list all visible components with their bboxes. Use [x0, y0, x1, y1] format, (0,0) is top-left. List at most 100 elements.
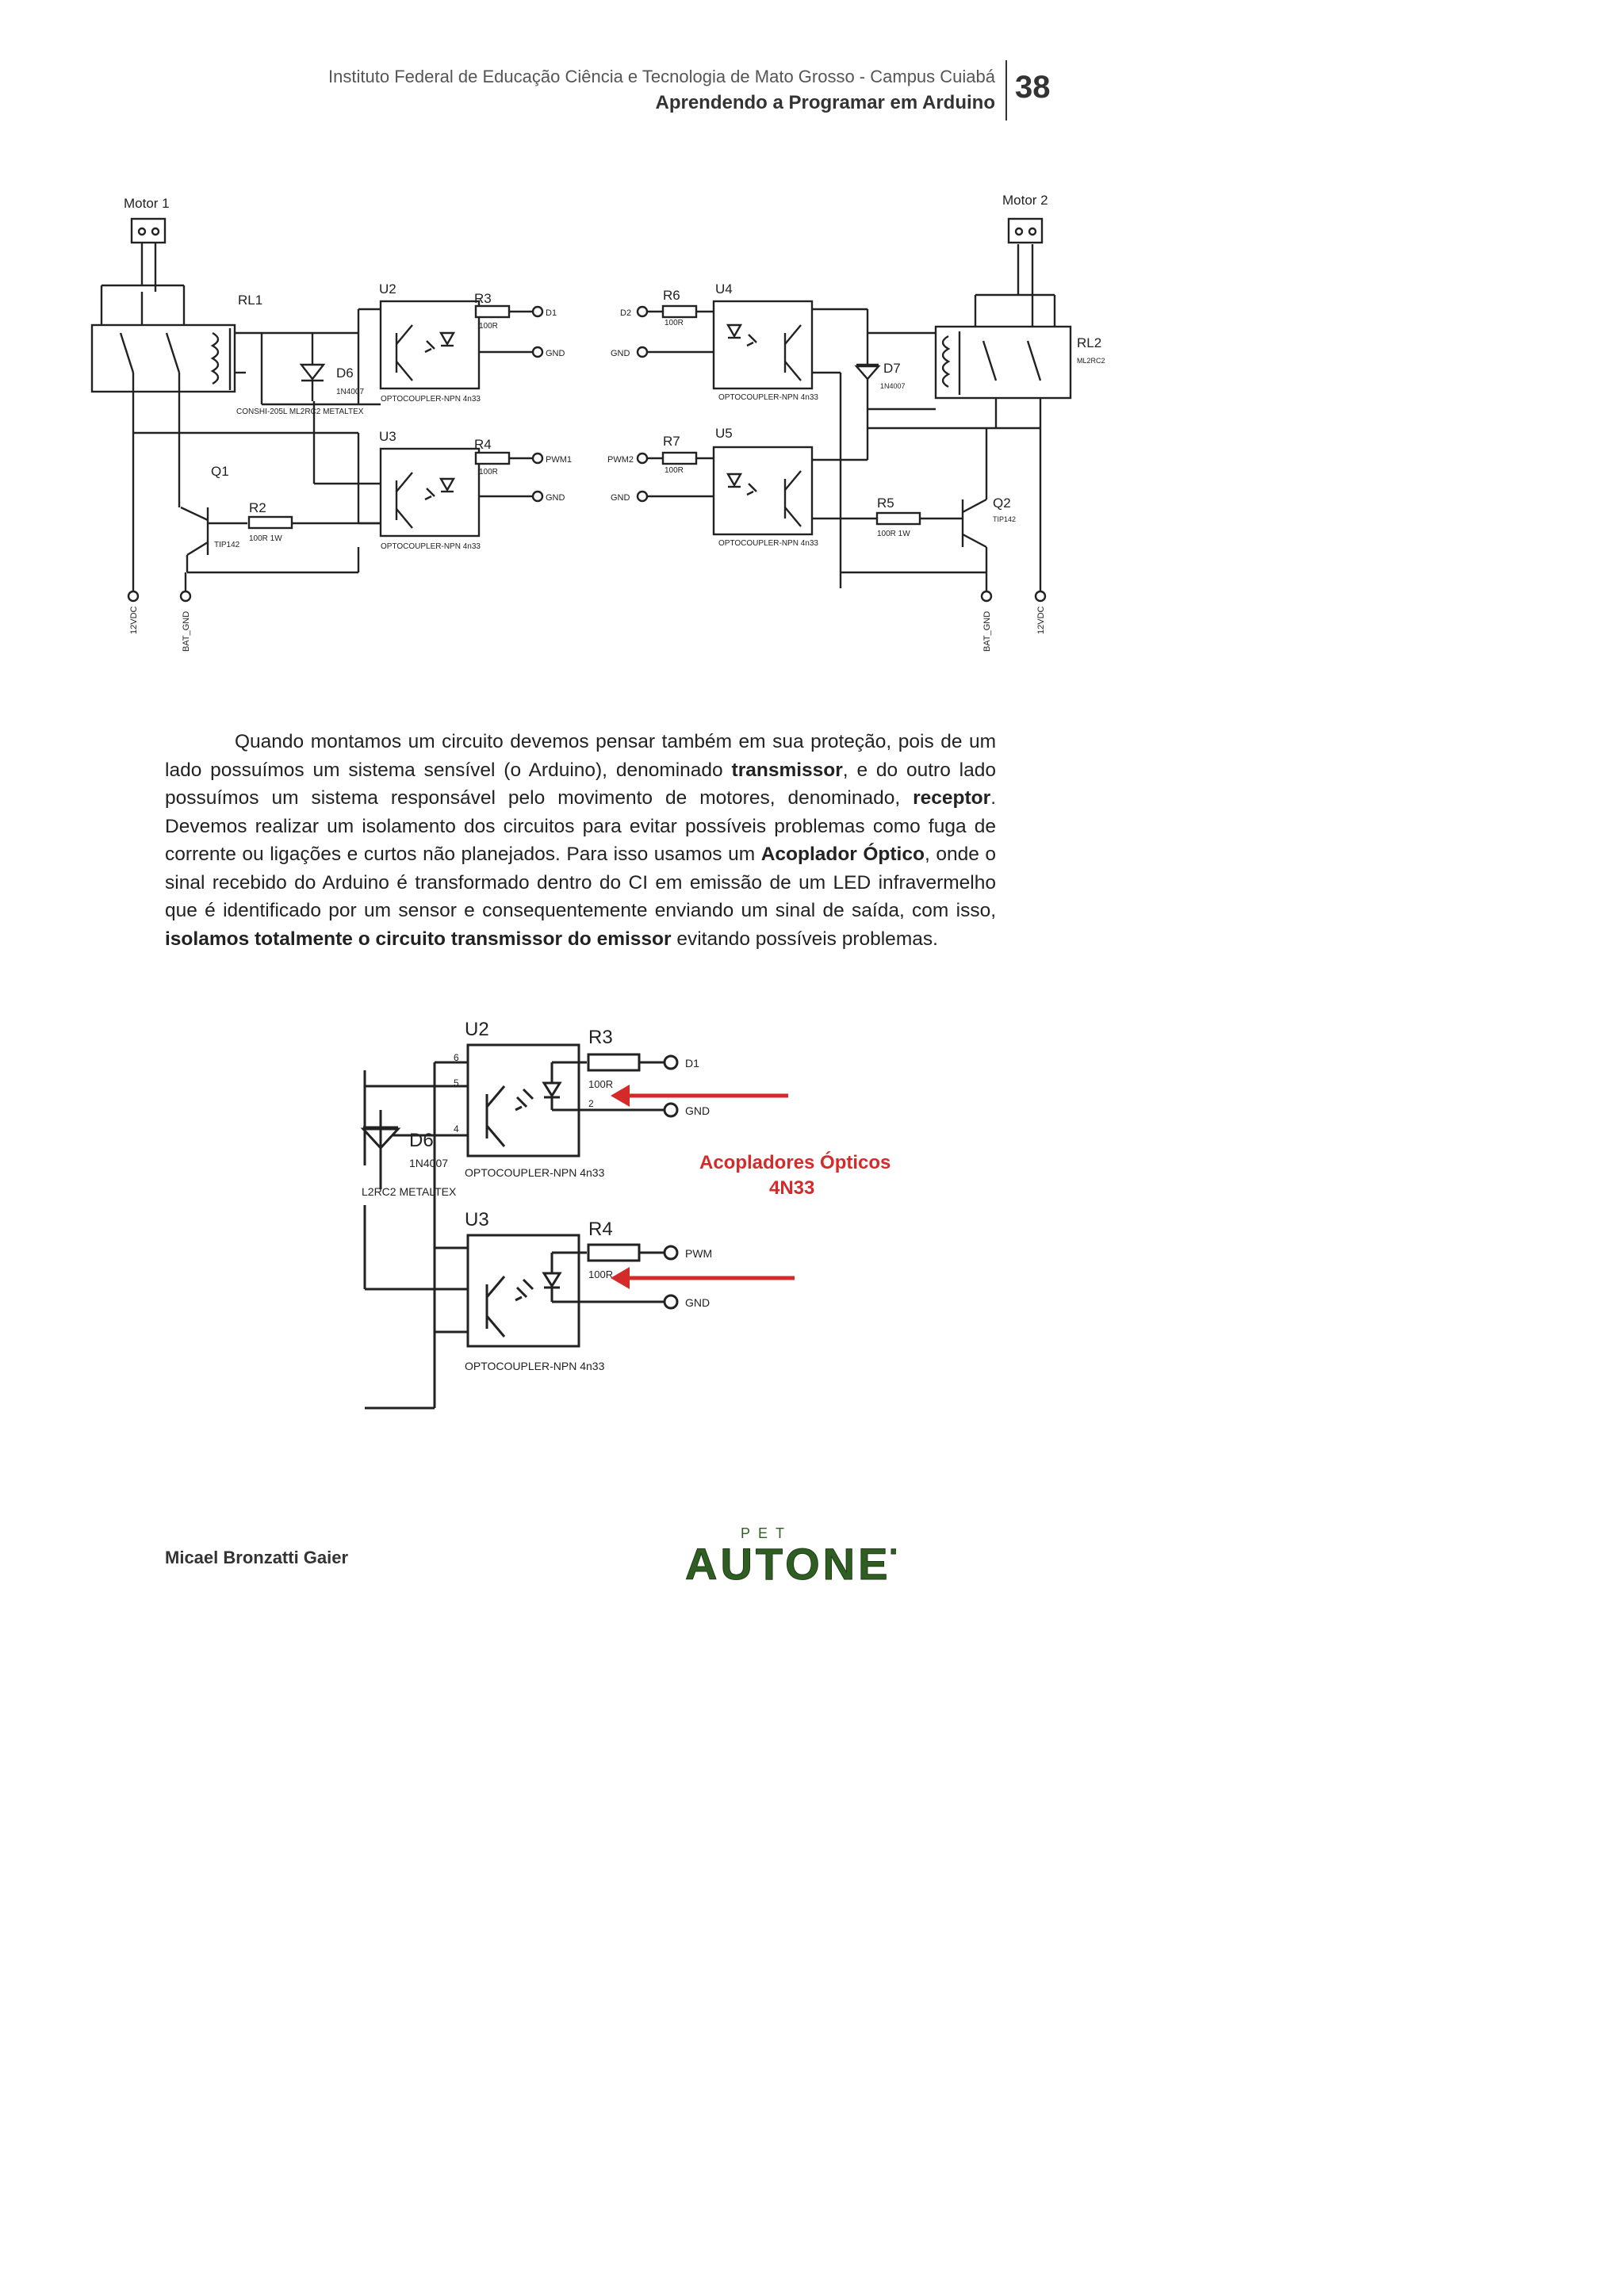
- detail-r3-value: 100R: [588, 1078, 613, 1090]
- resistor-r7: R7 100R: [661, 434, 698, 475]
- optocoupler-u3: U3 OPTOCOUPLER-NPN 4n33: [379, 429, 481, 551]
- detail-optocoupler-u3: U3 OPTOCOUPLER-NPN 4n33: [465, 1209, 605, 1372]
- detail-u2-pin5: 5: [454, 1077, 459, 1089]
- detail-d6-label: D6: [409, 1130, 434, 1151]
- r7-value: 100R: [665, 466, 684, 475]
- detail-u2-pin2: 2: [588, 1098, 594, 1109]
- page-number: 38: [1015, 70, 1051, 105]
- motor2-label: Motor 2: [1002, 193, 1048, 208]
- callout-part: 4N33: [769, 1177, 814, 1199]
- detail-relay-part-label: L2RC2 METALTEX: [362, 1185, 457, 1198]
- resistor-r5: R5 100R 1W: [875, 496, 921, 538]
- d7-part-label: 1N4007: [880, 382, 906, 390]
- diode-d7: D7 1N4007: [854, 333, 906, 409]
- main-schematic: Motor 1 RL1 CONSHI-205L ML2RC2 METALTEX …: [90, 193, 1105, 652]
- r6-value: 100R: [665, 319, 684, 327]
- footer-author: Micael Bronzatti Gaier: [165, 1548, 349, 1567]
- q2-part-label: TIP142: [993, 515, 1016, 523]
- detail-diode-d6: D6 1N4007: [360, 1110, 448, 1189]
- r6-label: R6: [663, 288, 680, 303]
- detail-schematic: D6 1N4007 L2RC2 METALTEX U2 OPTOCOUPLER-…: [360, 1019, 891, 1410]
- body-paragraph: Quando montamos um circuito devemos pens…: [165, 728, 996, 953]
- u4-label: U4: [715, 281, 733, 297]
- motor2-connector: Motor 2: [1002, 193, 1048, 244]
- callout-arrow-bottom: [611, 1267, 795, 1289]
- u4-part-label: OPTOCOUPLER-NPN 4n33: [718, 393, 818, 402]
- term-transmissor: transmissor: [731, 759, 843, 781]
- u5-label: U5: [715, 426, 733, 441]
- rl2-label: RL2: [1077, 335, 1101, 350]
- detail-r4-label: R4: [588, 1219, 613, 1240]
- detail-u2-pin4: 4: [454, 1123, 459, 1135]
- q1-label: Q1: [211, 464, 229, 479]
- d2-label: D2: [620, 308, 631, 318]
- callout-arrow-top: [611, 1085, 788, 1107]
- u3-part-label: OPTOCOUPLER-NPN 4n33: [381, 542, 481, 551]
- optocoupler-u2: U2 OPTOCOUPLER-NPN 4n33: [379, 281, 481, 404]
- callout-title: Acopladores Ópticos: [699, 1151, 891, 1173]
- rl1-part-label: CONSHI-205L ML2RC2 METALTEX: [236, 408, 364, 416]
- resistor-r4: R4 100R: [474, 437, 511, 476]
- motor1-connector: Motor 1: [124, 196, 170, 244]
- term-isolamento: isolamos totalmente o circuito transmiss…: [165, 928, 672, 950]
- r7-label: R7: [663, 434, 680, 449]
- gnd-label-u4: GND: [611, 349, 630, 358]
- r3-value: 100R: [479, 322, 498, 331]
- r5-value: 100R 1W: [877, 530, 910, 538]
- bat-gnd-left-label: BAT_GND: [182, 611, 191, 652]
- u5-part-label: OPTOCOUPLER-NPN 4n33: [718, 539, 818, 548]
- detail-u2-label: U2: [465, 1019, 489, 1040]
- r3-label: R3: [474, 291, 492, 306]
- r4-value: 100R: [479, 468, 498, 476]
- logo-small-text: PET: [741, 1525, 792, 1541]
- detail-resistor-r4: R4 100R: [587, 1219, 641, 1280]
- d1-label: D1: [546, 308, 557, 318]
- detail-d1-label: D1: [685, 1057, 699, 1070]
- detail-gnd-label-u2: GND: [685, 1104, 710, 1117]
- motor1-label: Motor 1: [124, 196, 170, 211]
- resistor-r6: R6 100R: [661, 288, 698, 327]
- detail-resistor-r3: R3 100R: [587, 1027, 641, 1090]
- rl1-label: RL1: [238, 293, 262, 308]
- transistor-q2: Q2 TIP142: [961, 496, 1016, 549]
- header-book-title: Aprendendo a Programar em Arduino: [655, 92, 995, 113]
- detail-u3-part-label: OPTOCOUPLER-NPN 4n33: [465, 1360, 605, 1372]
- v12-left-label: 12VDC: [129, 606, 139, 634]
- q1-part-label: TIP142: [214, 541, 240, 549]
- u2-part-label: OPTOCOUPLER-NPN 4n33: [381, 395, 481, 404]
- relay-rl2: RL2 ML2RC2: [934, 325, 1105, 400]
- u2-label: U2: [379, 281, 396, 297]
- rl2-part-label: ML2RC2: [1077, 357, 1105, 365]
- detail-r3-label: R3: [588, 1027, 613, 1048]
- optocoupler-u4: U4 OPTOCOUPLER-NPN 4n33: [712, 281, 818, 402]
- resistor-r3: R3 100R: [474, 291, 511, 331]
- r5-label: R5: [877, 496, 894, 511]
- d6-label: D6: [336, 365, 354, 381]
- resistor-r2: R2 100R 1W: [247, 500, 293, 543]
- detail-u2-pin6: 6: [454, 1052, 459, 1063]
- header-institution: Instituto Federal de Educação Ciência e …: [328, 67, 995, 86]
- d7-label: D7: [883, 361, 901, 376]
- detail-u3-label: U3: [465, 1209, 489, 1230]
- r2-value: 100R 1W: [249, 534, 282, 543]
- paragraph-text-5: evitando possíveis problemas.: [671, 928, 938, 950]
- q2-label: Q2: [993, 496, 1011, 511]
- gnd-label-u2: GND: [546, 349, 565, 358]
- detail-optocoupler-u2: U2 OPTOCOUPLER-NPN 4n33 6 5 4: [454, 1019, 605, 1179]
- logo-main-text: AUTONET: [685, 1539, 896, 1584]
- optocoupler-u5: U5 OPTOCOUPLER-NPN 4n33: [712, 426, 818, 548]
- pwm2-label: PWM2: [607, 455, 634, 465]
- detail-d6-part-label: 1N4007: [409, 1157, 448, 1169]
- term-acoplador-optico: Acoplador Óptico: [760, 844, 925, 865]
- header-divider: [1005, 60, 1007, 121]
- detail-pwm-label: PWM: [685, 1247, 712, 1260]
- paragraph-text-1: Quando montamos um circuito devemos pens…: [165, 731, 996, 781]
- autonet-logo: PET AUTONET: [685, 1525, 897, 1584]
- r2-label: R2: [249, 500, 266, 515]
- detail-u2-part-label: OPTOCOUPLER-NPN 4n33: [465, 1166, 605, 1179]
- detail-gnd-label-u3: GND: [685, 1296, 710, 1309]
- detail-r4-value: 100R: [588, 1269, 613, 1280]
- pwm1-label: PWM1: [546, 455, 572, 465]
- r4-label: R4: [474, 437, 492, 452]
- gnd-label-u3: GND: [546, 493, 565, 503]
